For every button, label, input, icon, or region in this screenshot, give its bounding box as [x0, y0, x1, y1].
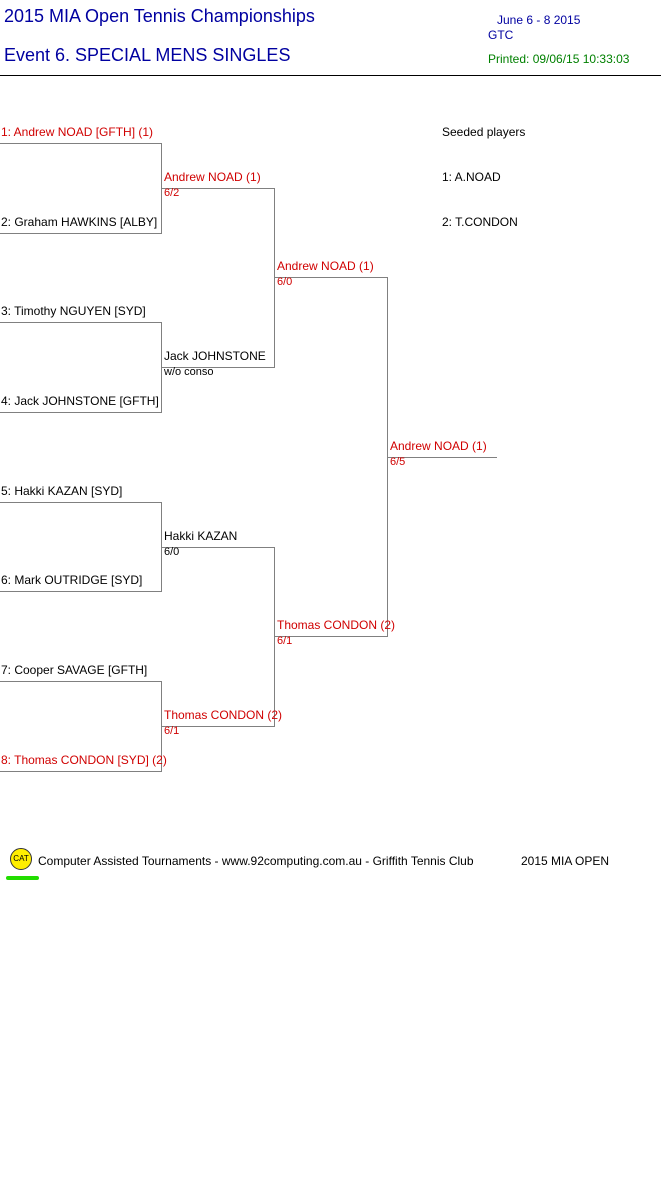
tournament-title: 2015 MIA Open Tennis Championships [4, 6, 315, 26]
bracket-line [0, 233, 162, 234]
logo-underline [6, 876, 39, 880]
r3-score-1: 6/0 [277, 276, 293, 288]
r1-player-8: 8: Thomas CONDON [SYD] (2) [1, 753, 167, 767]
r3-score-2: 6/1 [277, 635, 293, 647]
bracket-line [275, 277, 388, 278]
r2-score-2: w/o conso [164, 366, 214, 378]
bracket-line [0, 502, 162, 503]
venue-code: GTC [488, 28, 514, 42]
bracket-line [162, 188, 275, 189]
bracket-line [387, 277, 388, 637]
bracket-line [161, 502, 162, 592]
footer-tournament: 2015 MIA OPEN [521, 854, 610, 868]
final-score: 6/5 [390, 456, 406, 468]
r1-player-5: 5: Hakki KAZAN [SYD] [1, 484, 123, 498]
r3-winner-1: Andrew NOAD (1) [277, 259, 374, 273]
bracket-line [388, 457, 497, 458]
event-dates: June 6 - 8 2015 [497, 13, 581, 27]
bracket-line [0, 412, 162, 413]
bracket-line [161, 322, 162, 413]
bracket-line [162, 547, 275, 548]
bracket-line [274, 547, 275, 727]
cat-logo-icon: CAT [10, 848, 32, 870]
r1-player-7: 7: Cooper SAVAGE [GFTH] [1, 663, 148, 677]
bracket-line [0, 591, 162, 592]
bracket-line [161, 681, 162, 772]
r2-score-1: 6/2 [164, 187, 180, 199]
bracket-line [161, 143, 162, 234]
bracket-line [0, 322, 162, 323]
event-title: Event 6. SPECIAL MENS SINGLES [4, 45, 291, 65]
bracket-line [274, 188, 275, 368]
r2-winner-2: Jack JOHNSTONE [164, 349, 266, 363]
printed-timestamp: Printed: 09/06/15 10:33:03 [488, 52, 630, 66]
r2-winner-4: Thomas CONDON (2) [164, 708, 283, 722]
seed-entry: 1: A.NOAD [442, 170, 501, 184]
seeded-heading: Seeded players [442, 125, 526, 139]
bracket-line [0, 681, 162, 682]
r2-winner-1: Andrew NOAD (1) [164, 170, 261, 184]
r3-winner-2: Thomas CONDON (2) [277, 618, 396, 632]
r2-score-4: 6/1 [164, 725, 180, 737]
bracket-line [0, 143, 162, 144]
footer-credit: Computer Assisted Tournaments - www.92co… [38, 854, 474, 868]
r1-player-2: 2: Graham HAWKINS [ALBY] [1, 215, 158, 229]
r1-player-4: 4: Jack JOHNSTONE [GFTH] [1, 394, 159, 408]
r2-score-3: 6/0 [164, 546, 180, 558]
bracket-line [162, 367, 275, 368]
bracket-line [162, 726, 275, 727]
r2-winner-3: Hakki KAZAN [164, 529, 238, 543]
champion-name: Andrew NOAD (1) [390, 439, 487, 453]
r1-player-1: 1: Andrew NOAD [GFTH] (1) [1, 125, 154, 139]
seed-entry: 2: T.CONDON [442, 215, 518, 229]
r1-player-6: 6: Mark OUTRIDGE [SYD] [1, 573, 143, 587]
bracket-line [0, 771, 162, 772]
r1-player-3: 3: Timothy NGUYEN [SYD] [1, 304, 146, 318]
header-divider [0, 75, 661, 76]
bracket-line [275, 636, 388, 637]
